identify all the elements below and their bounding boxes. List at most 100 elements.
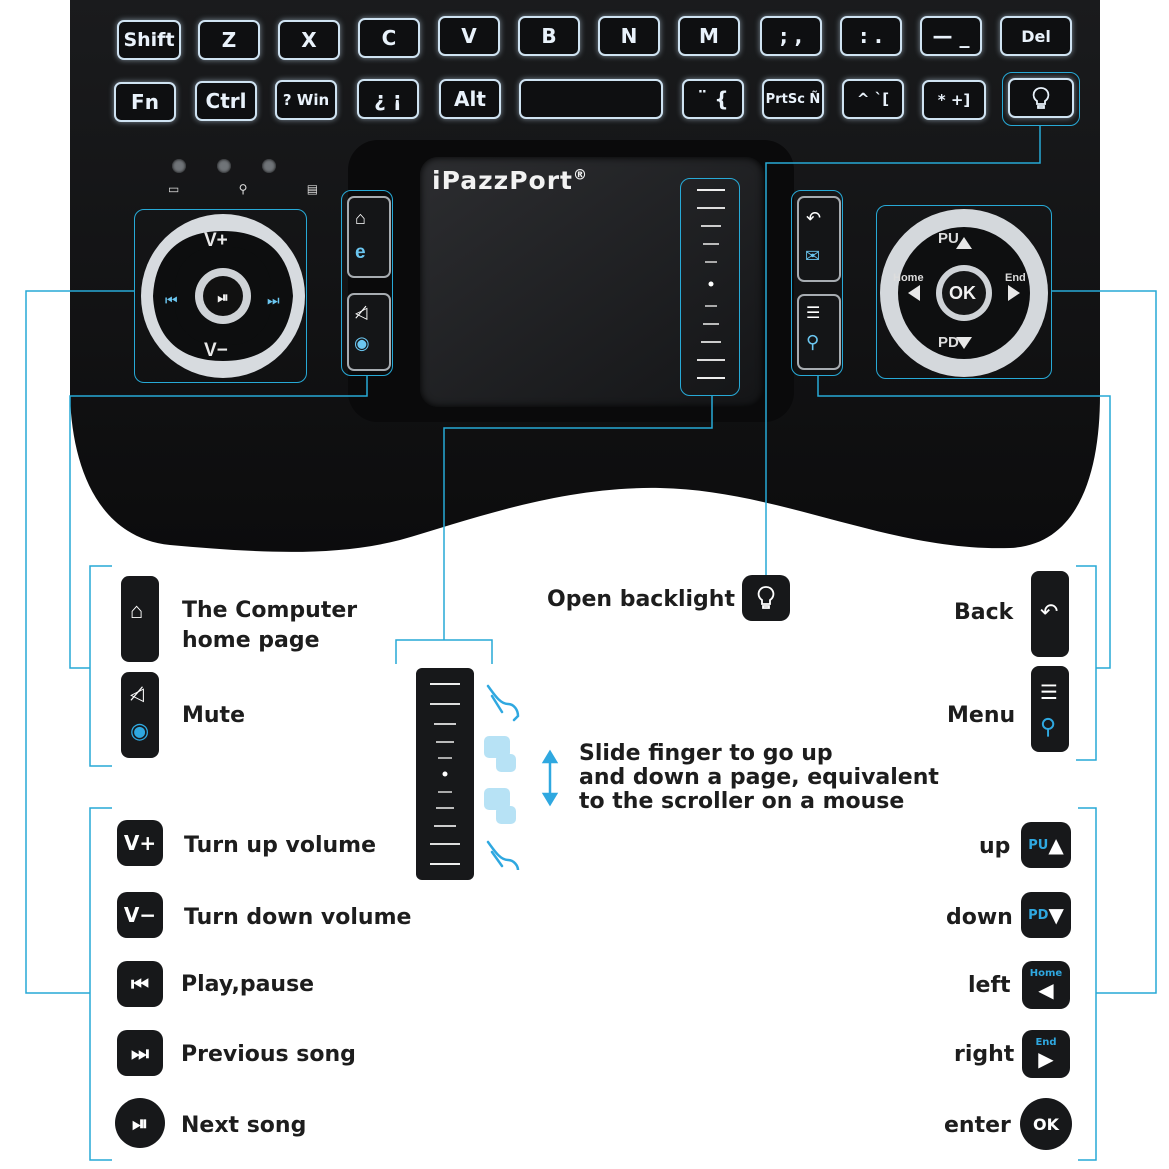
back-mail-buttons[interactable] xyxy=(797,196,841,282)
key-inverted[interactable]: ¿ ¡ xyxy=(357,79,419,119)
legend-back-button: ↶ xyxy=(1031,571,1069,657)
home-icon-device: ⌂ xyxy=(355,208,366,228)
key-fn[interactable]: Fn xyxy=(114,82,176,122)
legend-home-text-1: The Computer xyxy=(182,598,358,623)
legend-next-song-text: Next song xyxy=(181,1113,307,1138)
key-z[interactable]: Z xyxy=(198,20,260,60)
legend-vol-down-text: Turn down volume xyxy=(184,905,412,930)
key-prtsc[interactable]: PrtSc Ñ xyxy=(762,79,824,119)
left-arrow-icon: ◀ xyxy=(1038,978,1054,1002)
finger-gesture-icon xyxy=(484,684,559,870)
legend-prev-key: ⏮ xyxy=(117,961,163,1007)
back-icon: ↶ xyxy=(1040,599,1059,624)
legend-pu-key: PU▲ xyxy=(1021,822,1071,868)
touchpad[interactable] xyxy=(420,157,764,407)
home-key-label: Home xyxy=(1029,968,1063,979)
legend-home-button: ⌂ xyxy=(121,576,159,662)
dpad-pd-label: PD xyxy=(938,334,959,351)
end-key-label: End xyxy=(1035,1037,1057,1048)
down-arrow-icon: ▼ xyxy=(1048,903,1064,927)
dpad-ok-label: OK xyxy=(949,283,976,303)
key-shift[interactable]: Shift xyxy=(117,20,181,60)
pd-key-label: PD xyxy=(1028,907,1049,923)
key-lock[interactable]: ¨ { xyxy=(682,79,744,119)
legend-next-key: ⏭ xyxy=(117,1030,163,1076)
key-del[interactable]: Del xyxy=(1000,16,1072,56)
legend-right-text: right xyxy=(954,1042,1015,1067)
legend-up-text: up xyxy=(979,834,1011,859)
dpad-vol-up-label: V+ xyxy=(204,230,228,251)
key-x[interactable]: X xyxy=(278,20,340,60)
key-v[interactable]: V xyxy=(438,16,500,56)
key-ctrl[interactable]: Ctrl xyxy=(195,81,257,121)
legend-menu-text: Menu xyxy=(947,703,1016,728)
bulb-icon xyxy=(1032,87,1050,109)
legend-vol-up-key: V+ xyxy=(117,820,163,866)
legend-play-pause-text: Play,pause xyxy=(181,972,315,997)
scroll-strip[interactable] xyxy=(683,178,739,396)
back-icon-device: ↶ xyxy=(806,208,822,228)
pu-key-label: PU xyxy=(1028,837,1049,853)
dpad-home-label: Home xyxy=(893,272,924,284)
key-alt[interactable]: Alt xyxy=(439,79,501,119)
legend-menu-button: ☰ ⚲ xyxy=(1031,666,1069,752)
legend-vol-up-text: Turn up volume xyxy=(184,833,376,858)
key-b[interactable]: B xyxy=(518,16,580,56)
key-caret[interactable]: ^ `[ xyxy=(842,79,904,119)
dpad-pu-label: PU xyxy=(938,230,959,247)
right-arrow-icon: ▶ xyxy=(1038,1047,1054,1071)
mute-media-buttons[interactable] xyxy=(347,293,391,371)
home-icon: ⌂ xyxy=(130,598,144,623)
signal-led xyxy=(217,159,231,173)
svg-text:⏭: ⏭ xyxy=(267,293,280,309)
menu-icon-device: ☰ xyxy=(806,305,821,322)
legend-playpause-key: ⏯ xyxy=(115,1098,165,1148)
nav-dpad[interactable] xyxy=(878,207,1050,379)
brand-logo: iPazzPort® xyxy=(432,166,588,195)
search-icon: ⚲ xyxy=(1040,714,1057,739)
menu-search-buttons[interactable] xyxy=(797,294,841,370)
legend-scroll-strip xyxy=(416,668,474,880)
legend-home-text-2: home page xyxy=(182,628,320,653)
legend-scroll-text-1: Slide finger to go up xyxy=(579,741,833,766)
mail-icon-device: ✉ xyxy=(805,246,821,266)
legend-ok-key: OK xyxy=(1020,1098,1072,1150)
left-buttons-highlight xyxy=(341,190,393,376)
legend-pd-key: PD▼ xyxy=(1021,892,1071,938)
key-n[interactable]: N xyxy=(598,16,660,56)
svg-text:⏯: ⏯ xyxy=(217,290,228,306)
media-icon-device: ◉ xyxy=(354,333,370,353)
legend-mute-button: ◁̸ ◉ xyxy=(121,672,159,758)
search-icon-device: ⚲ xyxy=(806,332,820,352)
backlight-highlight xyxy=(1002,72,1080,126)
key-c[interactable]: C xyxy=(358,18,420,58)
key-colon[interactable]: : . xyxy=(840,16,902,56)
dpad-end-label: End xyxy=(1005,272,1026,284)
key-asterisk[interactable]: * +] xyxy=(922,80,986,120)
media-icon: ◉ xyxy=(130,718,150,743)
bulb-icon xyxy=(757,586,775,609)
key-win[interactable]: ? Win xyxy=(275,80,337,120)
left-dpad-highlight xyxy=(134,209,307,383)
legend-vol-down-key: V− xyxy=(117,892,163,938)
key-dash[interactable]: — _ xyxy=(920,16,982,56)
media-dpad[interactable]: ⏯ ⏮ ⏭ xyxy=(135,213,315,383)
legend-previous-song-text: Previous song xyxy=(181,1042,356,1067)
right-buttons-highlight xyxy=(791,190,843,376)
legend-enter-text: enter xyxy=(944,1113,1011,1138)
legend-back-text: Back xyxy=(954,600,1014,625)
right-dpad-highlight xyxy=(876,205,1052,379)
key-m[interactable]: M xyxy=(678,16,740,56)
menu-icon: ☰ xyxy=(1040,682,1058,704)
legend-mute-text: Mute xyxy=(182,703,245,728)
up-arrow-icon: ▲ xyxy=(1048,833,1064,857)
key-space[interactable] xyxy=(519,79,663,119)
home-ie-buttons[interactable] xyxy=(347,196,391,278)
key-semicolon[interactable]: ; , xyxy=(760,16,822,56)
legend-backlight-key xyxy=(742,575,790,621)
key-backlight[interactable] xyxy=(1008,78,1074,118)
legend-backlight-text: Open backlight xyxy=(547,587,735,612)
keyboard-device: Shift Z X C V B N M ; , : . — _ Del Fn C… xyxy=(0,0,1169,560)
scroll-highlight xyxy=(680,178,740,396)
